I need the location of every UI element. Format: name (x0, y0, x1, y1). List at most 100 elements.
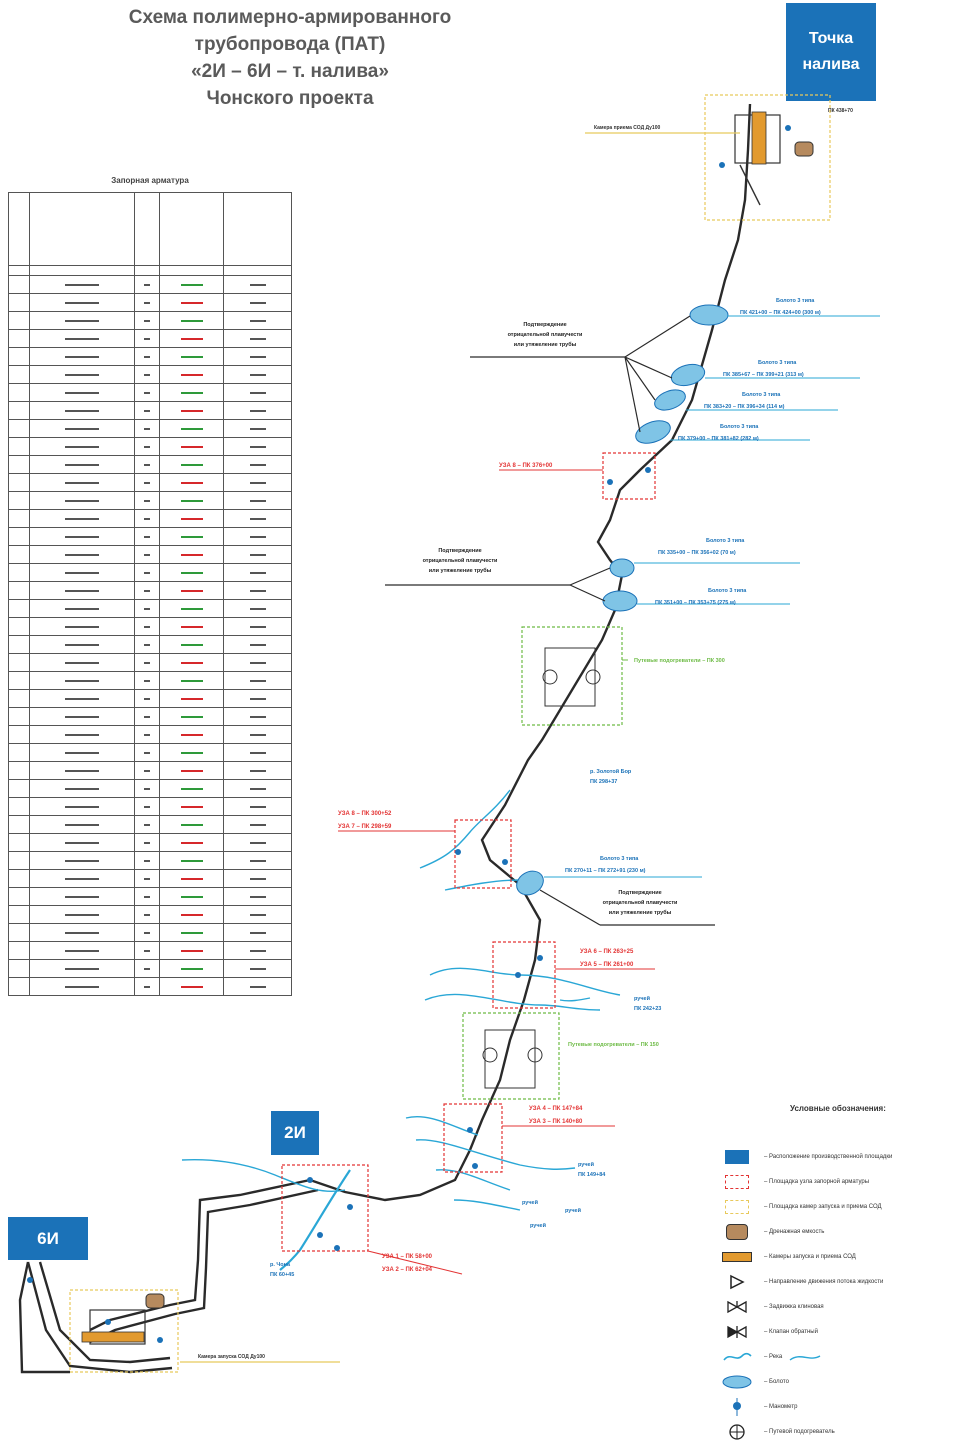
valve-text-mark (65, 392, 100, 394)
boloto-6-range: ПК 351+00 – ПК 353+75 (275 м) (655, 600, 736, 606)
valve-text-mark (143, 806, 150, 808)
site-icon (725, 1150, 749, 1164)
valve-text-mark (65, 824, 100, 826)
flow-direction-icon (730, 1274, 745, 1290)
valve-text-mark (249, 806, 266, 808)
valve-state-mark (180, 860, 203, 862)
valve-text-mark (249, 626, 266, 628)
valve-state-mark (180, 842, 203, 844)
top-pk-label: ПК 438+70 (828, 108, 853, 114)
heater-zone-300 (521, 626, 623, 726)
heater-upper-label: Путевые подогреватели – ПК 300 (634, 658, 725, 664)
valve-text-mark (249, 536, 266, 538)
bolota-labels: Болото 3 типа ПК 421+00 – ПК 424+00 (300… (565, 298, 821, 874)
valve-state-mark (180, 464, 203, 466)
valve-text-mark (143, 752, 150, 754)
station-2i: 2И (271, 1111, 319, 1155)
valves-row (7, 977, 292, 996)
valve-text-mark (143, 572, 150, 574)
title-line-4: Чонского проекта (206, 88, 374, 109)
valves-row (7, 437, 292, 456)
valves-row (7, 311, 292, 330)
valve-state-mark (180, 896, 203, 898)
valve-text-mark (65, 572, 100, 574)
legend-row-drain: – Дренажная емкость (716, 1222, 966, 1242)
valve-text-mark (143, 842, 150, 844)
valve-text-mark (65, 932, 100, 934)
swamp-6 (602, 590, 638, 612)
boloto-4-range: ПК 379+00 – ПК 381+82 (282 м) (678, 436, 759, 442)
valve-text-mark (65, 770, 100, 772)
uza-leaders (338, 469, 655, 1275)
valve-state-mark (180, 698, 203, 700)
valve-text-mark (143, 698, 150, 700)
valve-text-mark (143, 374, 150, 376)
boloto-7-range: ПК 270+11 – ПК 272+91 (230 м) (565, 868, 646, 874)
valve-text-mark (65, 968, 100, 970)
boloto-6-type: Болото 3 типа (708, 588, 747, 594)
valve-text-mark (65, 716, 100, 718)
valve-state-mark (180, 302, 203, 304)
valve-text-mark (143, 824, 150, 826)
valves-cell (7, 977, 31, 996)
valve-text-mark (143, 896, 150, 898)
valve-state-mark (180, 572, 203, 574)
legend-row-uza: – Площадка узла запорной арматуры (716, 1172, 966, 1192)
chamber-zone-icon (725, 1200, 749, 1214)
valve-state-mark (180, 320, 203, 322)
valve-text-mark (143, 878, 150, 880)
valve-state-mark (180, 662, 203, 664)
boloto-2-type: Болото 3 типа (758, 360, 797, 366)
valves-row (7, 959, 292, 978)
boloto-4-type: Болото 3 типа (720, 424, 759, 430)
valve-text-mark (65, 536, 100, 538)
valve-text-mark (249, 968, 266, 970)
valve-state-mark (180, 950, 203, 952)
uza-zone-8 (602, 452, 656, 500)
swamp-5 (609, 558, 635, 578)
valve-text-mark (249, 284, 266, 286)
valve-text-mark (249, 374, 266, 376)
valves-row (7, 833, 292, 852)
valve-text-mark (65, 950, 100, 952)
boloto-2-range: ПК 385+67 – ПК 399+21 (313 м) (723, 372, 804, 378)
valve-text-mark (249, 698, 266, 700)
valve-text-mark (65, 644, 100, 646)
swamp-4 (635, 420, 671, 444)
valve-text-mark (143, 986, 150, 988)
valve-state-mark (180, 410, 203, 412)
valve-text-mark (65, 878, 100, 880)
pipeline-labels: ПК 438+70 (828, 108, 853, 114)
valve-text-mark (65, 410, 100, 412)
valves-row (7, 707, 292, 726)
valve-state-mark (180, 968, 203, 970)
valves-row (7, 275, 292, 294)
valve-text-mark (65, 284, 100, 286)
valve-text-mark (249, 302, 266, 304)
valve-text-mark (65, 680, 100, 682)
valves-row (7, 743, 292, 762)
valve-text-mark (65, 356, 100, 358)
uza-8-label: УЗА 8 – ПК 376+00 (499, 463, 553, 469)
legend-row-river: – Река (716, 1347, 966, 1367)
swamp-leaders (544, 315, 880, 878)
valve-state-mark (180, 824, 203, 826)
valve-text-mark (249, 590, 266, 592)
uza-zone-icon (725, 1175, 749, 1189)
legend-row-gate-valve: – Задвижка клиновая (716, 1297, 966, 1317)
valve-text-mark (65, 734, 100, 736)
uza-5-label: УЗА 5 – ПК 261+00 (580, 962, 634, 968)
boloto-7-type: Болото 3 типа (600, 856, 639, 862)
valves-cell (133, 761, 161, 780)
swamp-7 (516, 870, 544, 896)
valve-text-mark (143, 464, 150, 466)
valves-row (7, 455, 292, 474)
valve-text-mark (249, 356, 266, 358)
